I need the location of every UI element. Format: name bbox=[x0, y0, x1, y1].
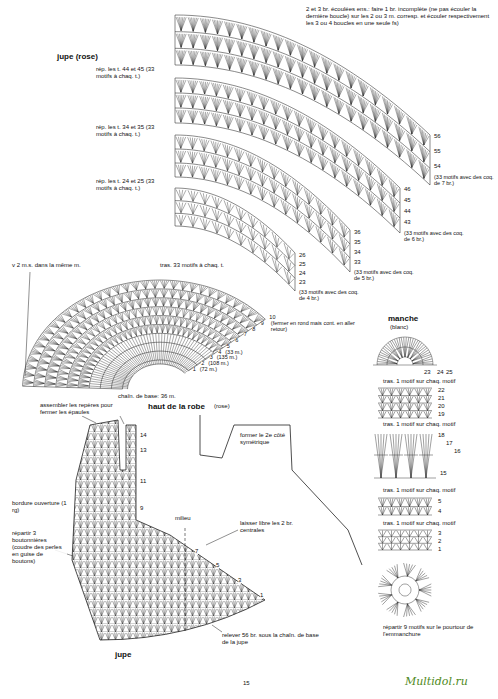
shell-stitches bbox=[176, 137, 349, 265]
note-text: jupe (rose) bbox=[57, 52, 98, 61]
shell-stitches bbox=[176, 190, 294, 284]
callout-number: 23 bbox=[424, 369, 431, 376]
callout-number: 44 bbox=[404, 208, 411, 215]
callout-number: 55 bbox=[434, 148, 441, 155]
callout-number: 5 bbox=[438, 498, 441, 505]
note-text: (rose) bbox=[214, 403, 230, 410]
callout-number: 17 bbox=[446, 440, 453, 447]
callout-number: 1 bbox=[260, 592, 263, 599]
callout-number: 26 bbox=[299, 252, 306, 259]
note-text: rép. les t. 24 et 25 (33 motifs à chaq. … bbox=[96, 178, 171, 192]
note-text: relever 56 br. sous la chaîn. de base de… bbox=[222, 632, 322, 646]
callout-number: 6 bbox=[235, 338, 238, 344]
callout-number: 56 bbox=[434, 133, 441, 140]
callout-number: 25 bbox=[299, 261, 306, 268]
note-text: bordure ouverture (1 rg) bbox=[12, 500, 67, 514]
callout-number: 46 bbox=[404, 186, 411, 193]
note-text: tras. 1 motif sur chaq. motif bbox=[383, 487, 455, 494]
callout-number: 9 bbox=[140, 505, 143, 512]
note-text: (33 motifs avec des coq. de 4 br.) bbox=[299, 290, 359, 302]
note-text: répartir 9 motifs sur le pourtour de l'e… bbox=[383, 624, 483, 638]
note-text: (33 motifs avec des coq. de 7 br.) bbox=[434, 175, 496, 187]
note-text: (72 m.) bbox=[200, 367, 217, 373]
note-text: tras. 1 motif sur chaq. motif bbox=[383, 520, 455, 527]
callout-number: 43 bbox=[404, 219, 411, 226]
note-text: 2 et 3 br. écoulées ens.: faire 1 br. in… bbox=[306, 6, 491, 27]
note-text: laisser libre les 2 br. centrales bbox=[240, 520, 310, 534]
note-text: jupe bbox=[115, 650, 131, 659]
callout-number: 20 bbox=[438, 403, 445, 410]
callout-number: 22 bbox=[438, 387, 445, 394]
note-text: v 2 m.s. dans la même m. bbox=[12, 262, 81, 269]
note-text: tras. 1 motif sur chaq. motif bbox=[383, 378, 455, 385]
note-text: former le 2e côté symétrique bbox=[240, 432, 288, 446]
note-text: rép. les t. 44 et 45 (33 motifs à chaq. … bbox=[96, 66, 171, 80]
callout-number: 9 bbox=[261, 321, 264, 327]
callout-number: 21 bbox=[438, 395, 445, 402]
callout-number: 1 bbox=[193, 367, 196, 373]
shell-stitches bbox=[23, 281, 264, 389]
band-outline bbox=[175, 15, 430, 185]
note-text: (33 motifs avec des coq. de 6 br.) bbox=[404, 231, 466, 243]
note-text: rép. les t. 34 et 35 (33 motifs à chaq. … bbox=[96, 124, 171, 138]
callout-number: 5 bbox=[216, 562, 219, 569]
callout-number: 24 bbox=[299, 270, 306, 277]
callout-number: 45 bbox=[404, 197, 411, 204]
callout-number: 24 bbox=[437, 369, 444, 376]
note-text: répartir 3 boutonnières (coudre des perl… bbox=[12, 530, 67, 564]
callout-number: 4 bbox=[438, 508, 441, 515]
note-text: tras. 1 motif sur chaq. motif bbox=[383, 421, 455, 428]
callout-number: 19 bbox=[438, 411, 445, 418]
callout-number: 14 bbox=[140, 432, 147, 439]
band-outline bbox=[175, 135, 350, 272]
callout-number: 16 bbox=[454, 448, 461, 455]
note-text: assembler les repères pour fermer les ép… bbox=[40, 402, 130, 416]
callout-number: 15 bbox=[243, 680, 250, 687]
note-text: milieu bbox=[175, 515, 191, 522]
callout-number: 13 bbox=[140, 447, 147, 454]
callout-number: 1 bbox=[438, 546, 441, 553]
callout-number: 3 bbox=[238, 577, 241, 584]
callout-number: 34 bbox=[354, 249, 361, 256]
callout-number: 35 bbox=[354, 239, 361, 246]
note-text: chaîn. de base: 36 m. bbox=[118, 393, 176, 400]
callout-number: 7 bbox=[195, 548, 198, 555]
callout-number: 11 bbox=[140, 478, 146, 485]
callout-number: 36 bbox=[354, 229, 361, 236]
callout-number: 25 bbox=[446, 369, 453, 376]
watermark: Multidol.ru bbox=[405, 676, 468, 689]
shell-stitches bbox=[176, 80, 399, 227]
callout-number: 15 bbox=[440, 470, 447, 477]
note-text: manche bbox=[388, 314, 418, 323]
skirt-rows bbox=[23, 280, 266, 389]
callout-number: 23 bbox=[299, 279, 306, 286]
shell-stitches bbox=[176, 17, 429, 178]
callout-number: 2 bbox=[438, 538, 441, 545]
callout-number: 54 bbox=[434, 163, 441, 170]
callout-number: 33 bbox=[354, 259, 361, 266]
note-text: (fermer en rond mais cont. en aller reto… bbox=[271, 321, 361, 333]
callout-number: 3 bbox=[438, 530, 441, 537]
band-outline bbox=[175, 188, 295, 291]
callout-number: 7 bbox=[244, 332, 247, 338]
callout-number: 18 bbox=[438, 432, 445, 439]
center-line bbox=[185, 528, 186, 632]
note-text: haut de la robe bbox=[148, 402, 205, 411]
note-text: (33 motifs avec des coq. de 5 br.) bbox=[354, 270, 416, 282]
bodice-chart bbox=[72, 420, 265, 640]
symmetric-outline bbox=[200, 415, 362, 565]
note-text: (blanc) bbox=[390, 324, 408, 331]
callout-number: 8 bbox=[252, 327, 255, 333]
note-text: tras. 33 motifs à chaq. t. bbox=[160, 262, 224, 269]
